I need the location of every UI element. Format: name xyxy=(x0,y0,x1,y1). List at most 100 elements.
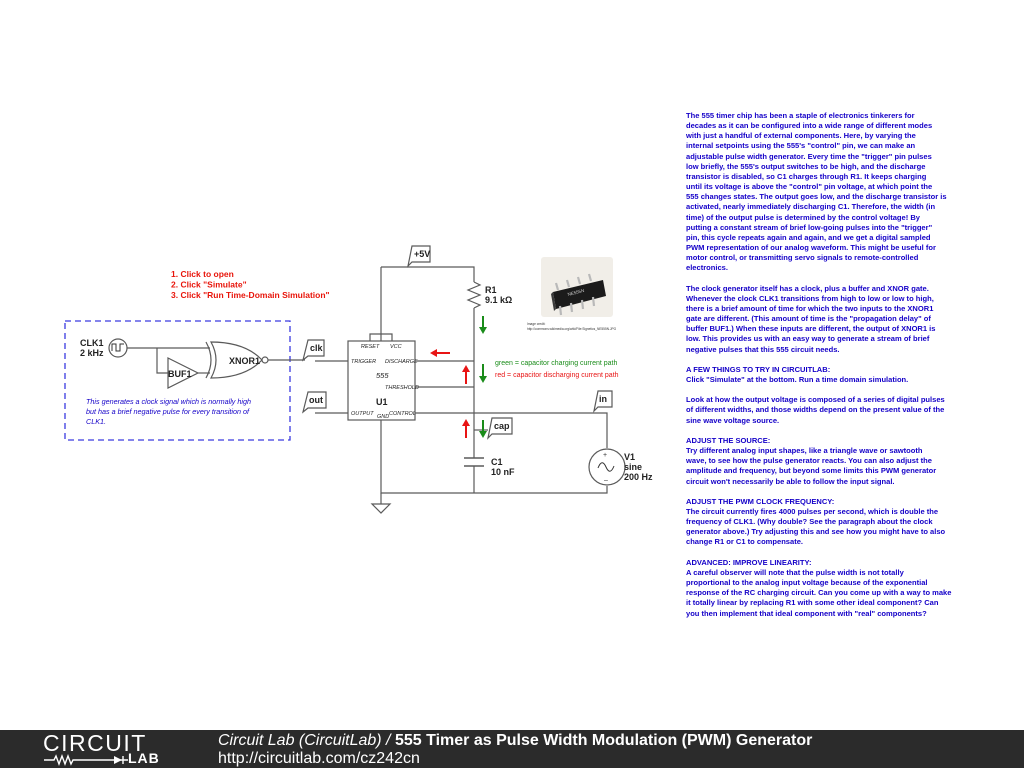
description-line: ADJUST THE SOURCE: xyxy=(686,435,771,445)
description-line: of different widths, and those widths de… xyxy=(686,405,945,415)
image-credit-label: Image credit: xyxy=(527,322,546,326)
pin-control: CONTROL xyxy=(389,411,416,417)
description-line: until its voltage is above the "control"… xyxy=(686,182,933,192)
image-credit-url: http://commons.wikimedia.org/wiki/File:S… xyxy=(527,327,617,331)
xnor1-label: XNOR1 xyxy=(229,356,260,366)
description-panel: The 555 timer chip has been a staple of … xyxy=(686,111,968,629)
r1-value: 9.1 kΩ xyxy=(485,295,512,305)
description-paragraph: A FEW THINGS TO TRY IN CIRCUITLAB:Click … xyxy=(686,365,968,385)
description-paragraph: ADJUST THE PWM CLOCK FREQUENCY:The circu… xyxy=(686,497,968,548)
wire-clk-buf xyxy=(156,348,168,374)
discharge-arrow-chip xyxy=(430,349,450,357)
pin-trigger: TRIGGER xyxy=(351,359,376,365)
description-line: ADJUST THE PWM CLOCK FREQUENCY: xyxy=(686,496,835,506)
note-text-1: This generates a clock signal which is n… xyxy=(86,397,251,406)
net-label-in-text: in xyxy=(599,394,607,404)
charge-arrow-r1 xyxy=(479,316,487,334)
clock-generator-box xyxy=(64,320,291,441)
clock-note: This generates a clock signal which is n… xyxy=(86,397,251,426)
svg-text:+: + xyxy=(603,452,607,459)
buf1-label: BUF1 xyxy=(168,369,192,379)
c1-value: 10 nF xyxy=(491,467,515,477)
description-line: Try different analog input shapes, like … xyxy=(686,446,923,456)
net-label-out[interactable]: out xyxy=(301,391,327,414)
description-line: activated, nearly immediately dischargin… xyxy=(686,202,936,212)
c1-capacitor[interactable] xyxy=(464,457,484,467)
r1-label: R1 xyxy=(485,285,497,295)
description-line: generator above.) Try adjusting this and… xyxy=(686,527,946,537)
description-line: there is a brief amount of time for whic… xyxy=(686,303,934,313)
description-line: 555 changes states. The output goes low,… xyxy=(686,192,947,202)
pin-gnd: GND xyxy=(377,414,389,420)
description-paragraph: Look at how the output voltage is compos… xyxy=(686,395,968,425)
ne555-chip-photo: NE555N xyxy=(541,257,613,317)
description-line: motor control, or transmitting servo sig… xyxy=(686,253,919,263)
chip-555-label: 555 xyxy=(376,371,389,380)
net-label-cap[interactable]: cap xyxy=(487,417,513,440)
note-line-1: This generates a clock signal which is n… xyxy=(86,397,251,406)
pin-threshold: THRESHOLD xyxy=(385,385,419,391)
footer-title-author: Circuit Lab (CircuitLab) / xyxy=(218,732,391,749)
description-line: buffer BUF1.) When these inputs are diff… xyxy=(686,324,936,334)
v1-sine-source[interactable]: + – xyxy=(588,448,626,486)
description-line: circuit won't necessarily be able to fol… xyxy=(686,476,895,486)
description-line: The 555 timer chip has been a staple of … xyxy=(686,111,915,120)
note-line-2: but has a brief negative pulse for every… xyxy=(86,407,250,416)
description-line: ADVANCED: IMPROVE LINEARITY: xyxy=(686,557,812,567)
description-line: change R1 or C1 to compensate. xyxy=(686,537,804,547)
wire-vcc-r1 xyxy=(381,266,475,282)
description-line: PWM representation of our analog wavefor… xyxy=(686,243,936,253)
note-text-2: but has a brief negative pulse for every… xyxy=(86,407,250,416)
footer-url-link[interactable]: http://circuitlab.com/cz242cn xyxy=(218,750,420,767)
description-paragraph: ADJUST THE SOURCE:Try different analog i… xyxy=(686,436,968,487)
v1-type: sine xyxy=(624,462,642,472)
description-line: putting a constant stream of brief low-g… xyxy=(686,222,933,232)
v1-label: V1 xyxy=(624,452,635,462)
net-label-vcc[interactable]: +5V xyxy=(407,245,431,268)
wire-reset-vcc xyxy=(369,333,393,341)
wire-control-in xyxy=(415,412,608,448)
description-line: time) of the output pulse is determined … xyxy=(686,212,920,222)
net-label-clk-text: clk xyxy=(310,343,324,353)
description-line: low. This provides us with an easy way t… xyxy=(686,334,930,344)
legend-green: green = capacitor charging current path xyxy=(495,360,617,367)
svg-text:NE555N: NE555N xyxy=(567,288,585,297)
description-line: transistor is disabled, so C1 charges th… xyxy=(686,171,927,181)
description-line: pin, this cycle repeats again and again,… xyxy=(686,232,931,242)
clk1-source[interactable] xyxy=(108,338,128,358)
net-label-in[interactable]: in xyxy=(593,390,613,413)
description-line: it totally linear by replacing R1 with s… xyxy=(686,598,939,608)
pin-output: OUTPUT xyxy=(351,411,374,417)
instruction-step-1: 1. Click to open xyxy=(171,269,234,279)
charge-arrow-mid xyxy=(479,364,487,383)
description-line: The clock generator itself has a clock, … xyxy=(686,283,929,293)
wire-ground-bus xyxy=(380,420,608,494)
pin-vcc: VCC xyxy=(390,344,402,350)
r1-resistor[interactable] xyxy=(466,281,482,309)
u1-label: U1 xyxy=(376,397,388,407)
instruction-step-3: 3. Click "Run Time-Domain Simulation" xyxy=(171,290,330,300)
buf1-gate[interactable] xyxy=(167,357,200,389)
description-line: frequency of CLK1. (Why double? See the … xyxy=(686,517,933,527)
description-line: low briefly, the 555's output switches t… xyxy=(686,161,926,171)
description-line: you then implement that ideal component … xyxy=(686,608,927,618)
footer-title-name[interactable]: 555 Timer as Pulse Width Modulation (PWM… xyxy=(394,732,813,749)
v1-value: 200 Hz xyxy=(624,472,653,482)
net-label-vcc-text: +5V xyxy=(414,249,430,259)
description-line: with just a handful of external componen… xyxy=(686,131,916,141)
svg-text:–: – xyxy=(604,477,608,484)
note-line-3: CLK1. xyxy=(86,417,106,426)
description-line: Look at how the output voltage is compos… xyxy=(686,395,945,405)
pin-discharge: DISCHARGE xyxy=(385,359,418,365)
description-line: adjustable pulse width generator. Every … xyxy=(686,151,932,161)
description-line: response of the RC charging circuit. Can… xyxy=(686,588,952,598)
description-paragraph: The clock generator itself has a clock, … xyxy=(686,284,968,355)
description-paragraph: ADVANCED: IMPROVE LINEARITY:A careful ob… xyxy=(686,558,968,619)
clk1-value: 2 kHz xyxy=(80,348,104,358)
net-label-clk[interactable]: clk xyxy=(301,339,325,362)
u1-555-chip[interactable] xyxy=(347,340,416,421)
description-line: Click "Simulate" at the bottom. Run a ti… xyxy=(686,375,909,385)
discharge-arrow-mid xyxy=(462,365,470,384)
footer-title: Circuit Lab (CircuitLab) / 555 Timer as … xyxy=(218,731,812,750)
description-line: negative pulses that this 555 circuit ne… xyxy=(686,344,840,354)
